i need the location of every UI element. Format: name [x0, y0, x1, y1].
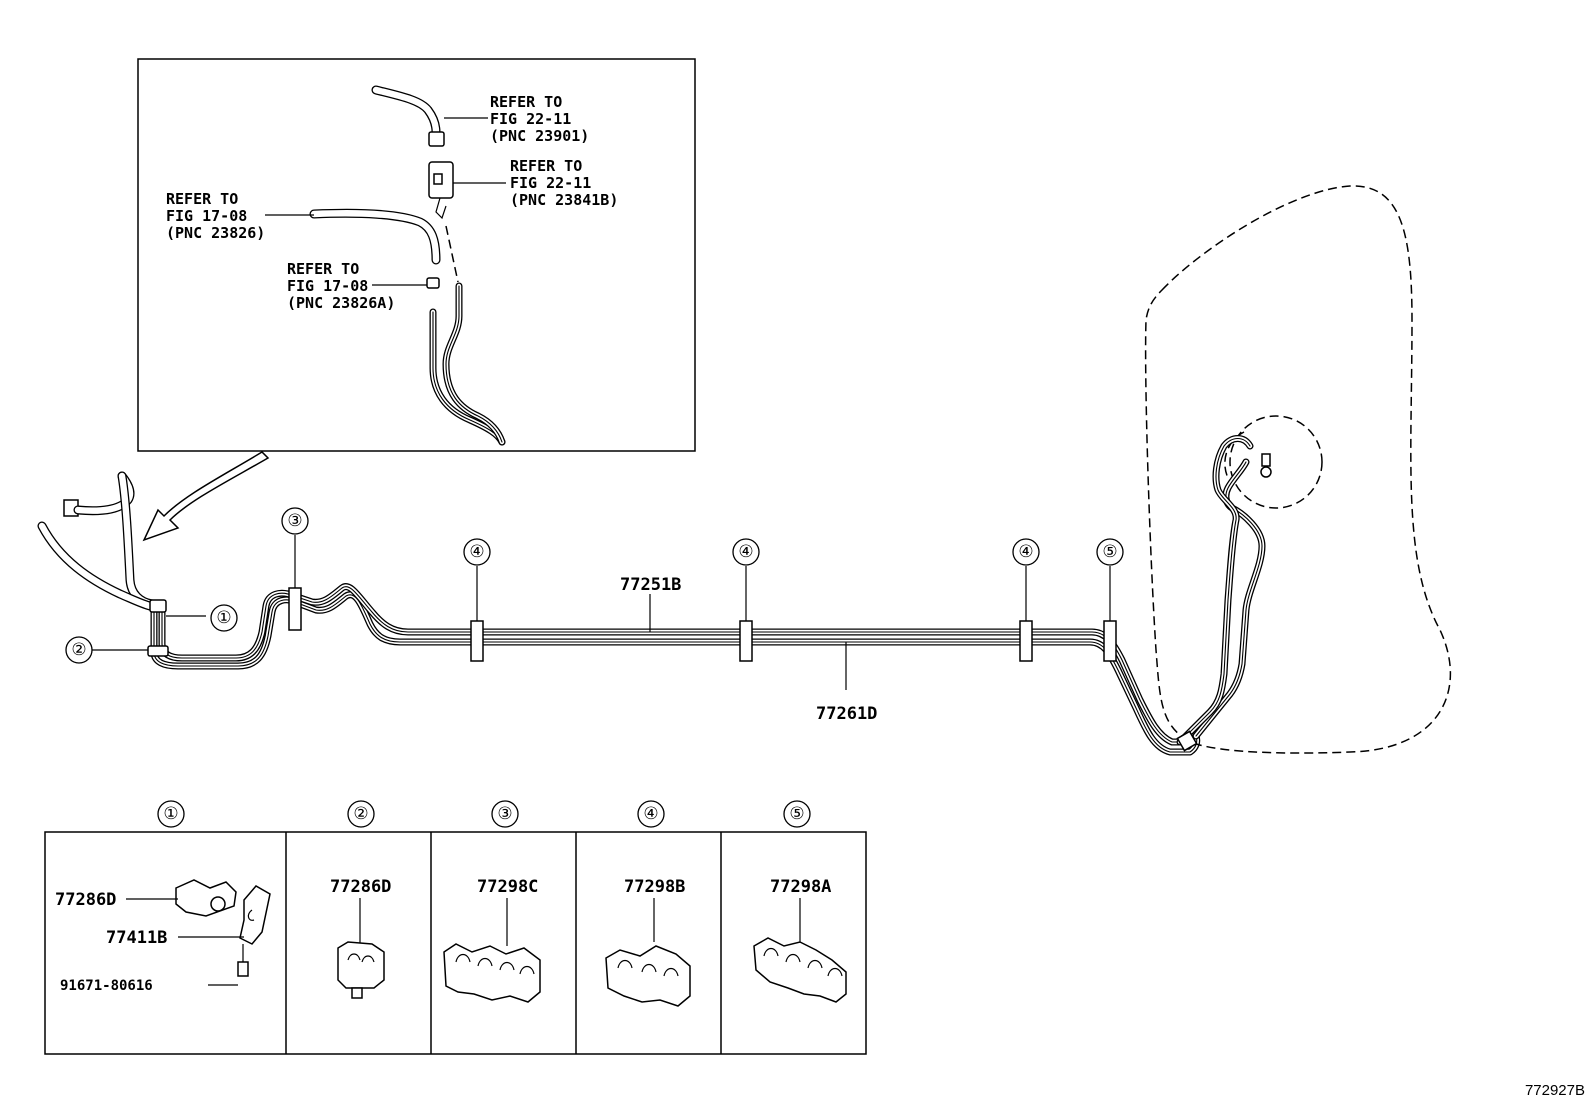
inset-frame [137, 58, 696, 452]
ref-23841b: REFER TO FIG 22-11 (PNC 23841B) [510, 157, 618, 209]
legend-header-5: ⑤ [789, 804, 804, 824]
clip-77298c-shape [443, 943, 541, 1003]
tank-pump-opening [1229, 415, 1323, 509]
legend-table: ① ② ③ ④ ⑤ 77286D 77411B 91671-80616 7728… [44, 800, 867, 1055]
clamp-4c [1019, 620, 1033, 662]
ref-23826-l1: REFER TO [166, 190, 238, 208]
legend-part-77298a: 77298A [770, 877, 831, 897]
left-hoses [37, 471, 157, 611]
callout-circle-4c [1012, 538, 1040, 566]
legend-cell-4: 77298B [605, 877, 691, 1007]
label-77251b: 77251B [620, 575, 681, 595]
legend-cell-5: 77298A [753, 877, 847, 1003]
legend-part-77286d-a: 77286D [55, 890, 116, 910]
ref-23826a-l1: REFER TO [287, 260, 359, 278]
callout-2: ② [71, 640, 86, 660]
ref-23901-l1: REFER TO [490, 93, 562, 111]
callout-3: ③ [287, 511, 302, 531]
legend-frame [44, 831, 867, 1055]
legend-part-77411b: 77411B [106, 928, 167, 948]
inset-tubes [429, 282, 506, 446]
callout-circle-2 [65, 636, 93, 664]
inset-upper-hose [371, 85, 445, 147]
callout-4a: ④ [469, 542, 484, 562]
main-tube-lower [150, 591, 1201, 756]
tank-connector [1176, 730, 1198, 752]
bracket-77411b-shape [239, 885, 271, 945]
tank-fitting-stem [1261, 453, 1271, 467]
callout-circle-4a [463, 538, 491, 566]
callout-circle-1 [210, 604, 238, 632]
clamp-4a [470, 620, 484, 662]
clip-77286d-shape [175, 879, 237, 917]
bolt-shape [237, 961, 249, 977]
clamp-1 [149, 599, 167, 613]
ref-23826-l2: FIG 17-08 [166, 207, 247, 225]
ref-23901: REFER TO FIG 22-11 (PNC 23901) [490, 93, 589, 145]
clamp-4b [739, 620, 753, 662]
ref-23826-l3: (PNC 23826) [166, 224, 265, 242]
callout-5: ⑤ [1102, 542, 1117, 562]
ref-23841b-l3: (PNC 23841B) [510, 191, 618, 209]
clamp-5 [1103, 620, 1117, 662]
legend-header-circle-5 [783, 800, 811, 828]
callout-circle-4b [732, 538, 760, 566]
callout-4b: ④ [738, 542, 753, 562]
callout-4c: ④ [1018, 542, 1033, 562]
ref-23901-l3: (PNC 23901) [490, 127, 589, 145]
ref-23901-l2: FIG 22-11 [490, 110, 571, 128]
inset-detail: REFER TO FIG 22-11 (PNC 23901) REFER TO … [137, 58, 696, 452]
inset-alignment-line [445, 225, 459, 283]
main-tube-upper [158, 583, 1184, 746]
inset-small-clamp [426, 277, 440, 289]
ref-23826a: REFER TO FIG 17-08 (PNC 23826A) [287, 260, 395, 312]
callout-1: ① [216, 608, 231, 628]
fuel-tank [1144, 185, 1452, 754]
illustration-code: 772927B [1525, 1082, 1585, 1099]
legend-header-circle-2 [347, 800, 375, 828]
inset-left-hose [309, 208, 441, 265]
callout-circle-3 [281, 507, 309, 535]
legend-header-2: ② [353, 804, 368, 824]
ref-23841b-l2: FIG 22-11 [510, 174, 591, 192]
legend-header-4: ④ [643, 804, 658, 824]
view-arrow [142, 451, 270, 542]
clamp-3 [288, 587, 302, 631]
main-routing: ① ② ③ ④ ④ ④ ⑤ 77251B 77261D [37, 185, 1452, 756]
callout-circle-5 [1096, 538, 1124, 566]
tank-pump-inner [1224, 431, 1245, 479]
legend-cell-3: 77298C [443, 877, 541, 1003]
tank-outline [1144, 185, 1452, 754]
legend-cell-1: 77286D 77411B 91671-80616 [55, 879, 271, 994]
legend-part-77286d-b: 77286D [330, 877, 391, 897]
clip-77298a-shape [753, 937, 847, 1003]
legend-cell-2: 77286D [330, 877, 391, 999]
tank-fitting [1260, 466, 1272, 478]
inset-quick-connector [428, 161, 454, 220]
legend-header-1: ① [163, 804, 178, 824]
ref-23841b-l1: REFER TO [510, 157, 582, 175]
legend-part-91671: 91671-80616 [60, 978, 153, 994]
clip-77286d-b-shape [337, 941, 385, 989]
legend-header-circle-4 [637, 800, 665, 828]
ref-23826: REFER TO FIG 17-08 (PNC 23826) [166, 190, 265, 242]
ref-23826a-l2: FIG 17-08 [287, 277, 368, 295]
legend-part-77298c: 77298C [477, 877, 538, 897]
ref-23826a-l3: (PNC 23826A) [287, 294, 395, 312]
legend-header-circle-1 [157, 800, 185, 828]
label-77261d: 77261D [816, 704, 877, 724]
legend-part-77298b: 77298B [624, 877, 685, 897]
legend-header-circle-3 [491, 800, 519, 828]
legend-header-3: ③ [497, 804, 512, 824]
clamp-2 [147, 645, 169, 657]
